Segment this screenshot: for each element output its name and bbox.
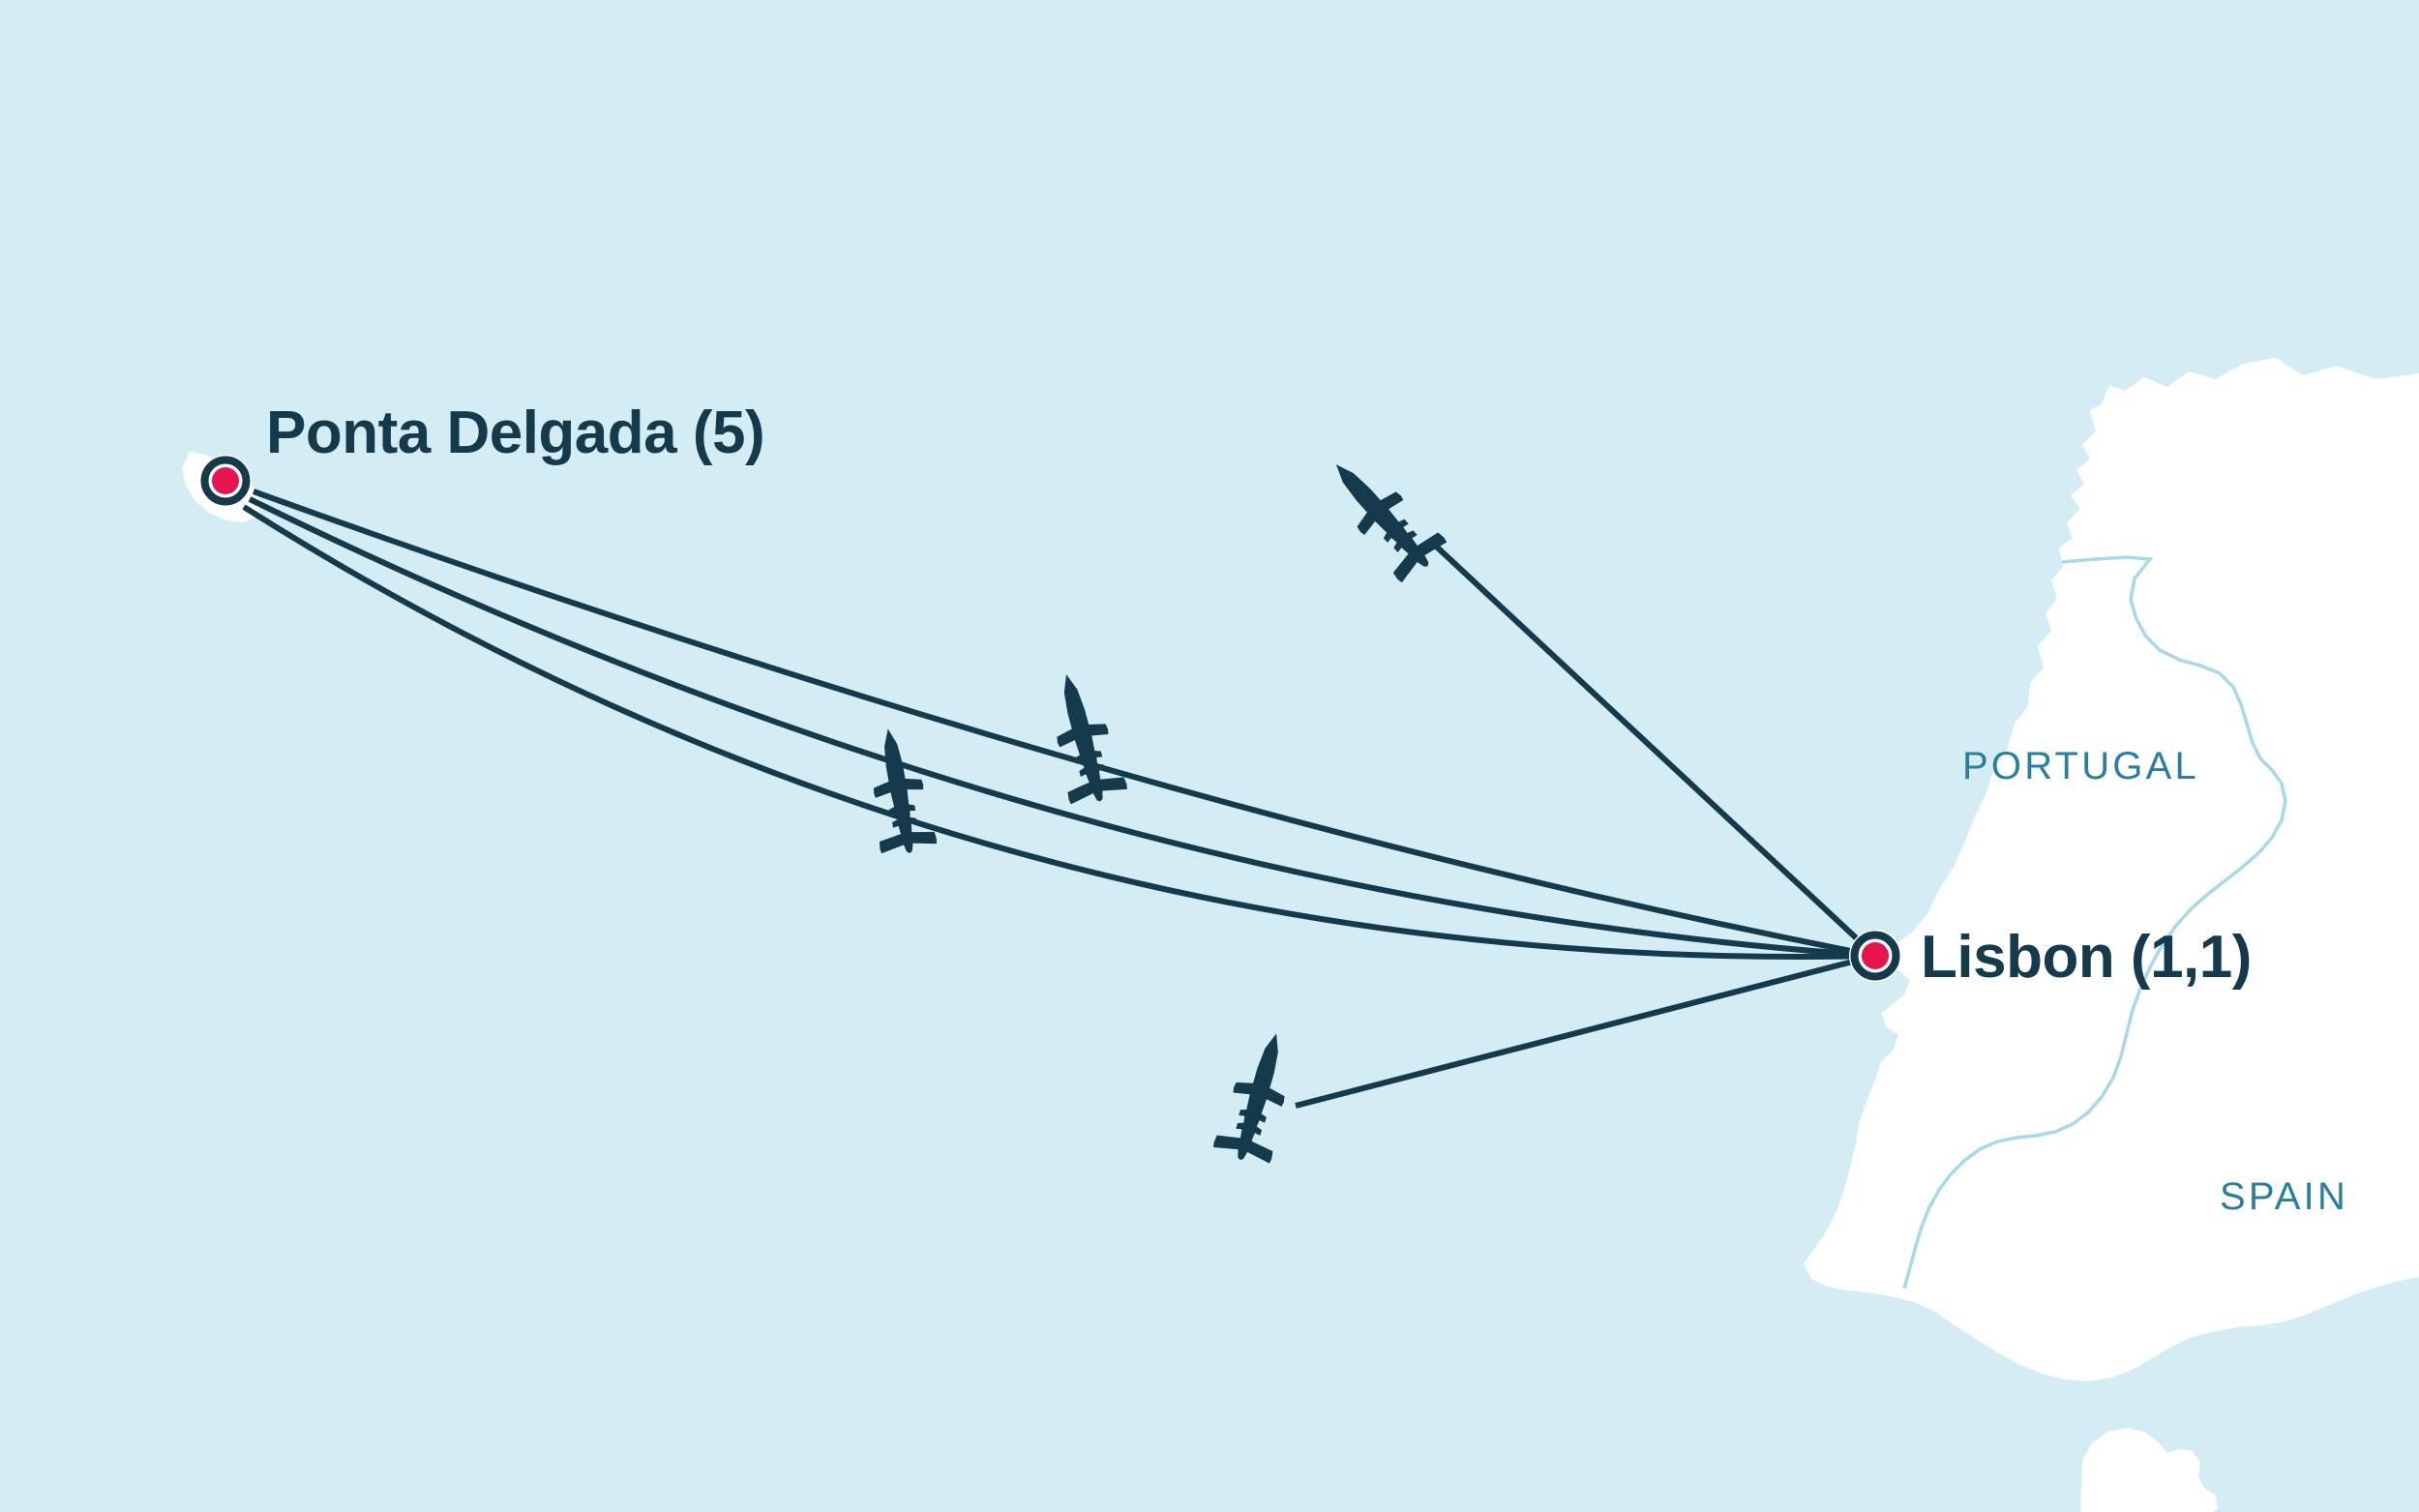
route-ponta-delgada-3[interactable] bbox=[242, 504, 1876, 960]
city-marker-ponta-delgada[interactable] bbox=[199, 455, 252, 507]
marker-center-ponta-delgada bbox=[212, 467, 239, 494]
marker-ring-lisbon bbox=[1850, 931, 1900, 981]
landmass-north-africa bbox=[2080, 1428, 2218, 1512]
marker-ring-ponta-delgada bbox=[200, 456, 251, 506]
city-label-ponta-delgada: Ponta Delgada (5) bbox=[266, 400, 764, 466]
city-marker-lisbon[interactable] bbox=[1849, 930, 1901, 982]
country-label-spain: SPAIN bbox=[2220, 1175, 2348, 1218]
route-north[interactable] bbox=[1426, 537, 1878, 959]
route-ponta-delgada-2[interactable] bbox=[248, 496, 1876, 959]
marker-center-lisbon bbox=[1862, 942, 1889, 969]
route-south[interactable] bbox=[1295, 953, 1876, 1109]
country-label-portugal: PORTUGAL bbox=[1962, 745, 2199, 787]
landmass-iberia bbox=[1804, 358, 2419, 1381]
city-label-lisbon: Lisbon (1,1) bbox=[1921, 924, 2252, 991]
country-border-line bbox=[1902, 555, 2287, 1290]
